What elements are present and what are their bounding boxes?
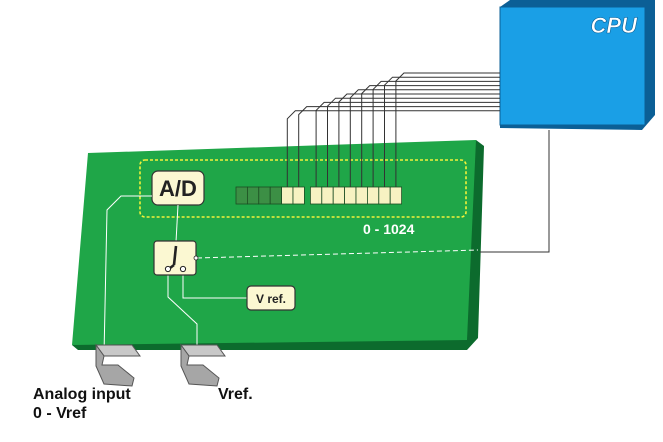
switch-contact-right — [179, 265, 187, 273]
switch-lever — [172, 245, 178, 266]
analog-input-caption-line1: Analog input — [33, 386, 131, 403]
cpu-label: CPU — [591, 13, 639, 38]
adc-region-outline — [139, 159, 467, 218]
register-bit-active — [309, 186, 323, 205]
adc-block: A/D — [151, 170, 205, 206]
data-bus-wire — [338, 93, 500, 187]
data-bus-wire — [384, 76, 500, 187]
data-bus-wire — [361, 85, 500, 187]
cpu-block: CPU — [499, 0, 655, 130]
data-bus-wire — [298, 106, 500, 187]
adc-result-register — [235, 186, 403, 205]
circuit-board — [72, 140, 484, 350]
register-bit-inactive — [246, 186, 260, 205]
adc-label: A/D — [159, 176, 197, 201]
adc-range-label: 0 - 1024 — [363, 221, 415, 237]
cpu-control-wire — [480, 130, 550, 253]
register-bit-active — [389, 186, 403, 205]
data-bus-wire — [327, 97, 500, 187]
vref-pin — [180, 343, 226, 387]
analog-input-caption: Analog input 0 - Vref — [33, 385, 131, 423]
board-surface — [72, 140, 476, 345]
vref-box-label: V ref. — [256, 292, 286, 306]
vref-box — [246, 285, 296, 311]
analog-input-wire — [103, 195, 152, 356]
register-bit-active — [321, 186, 334, 205]
data-bus-wire — [372, 80, 500, 187]
switch-to-vref-pin-wire — [167, 271, 198, 354]
data-bus-wire — [286, 110, 500, 187]
register-bit-inactive — [258, 186, 271, 205]
vref-caption: Vref. — [218, 386, 253, 403]
register-bit-active — [366, 186, 380, 205]
internal-wiring — [103, 195, 247, 356]
data-bus-wire — [349, 89, 500, 187]
analog-input-pin — [95, 343, 141, 387]
switch-to-vref-box-wire — [182, 271, 247, 299]
cpu-front-face — [499, 6, 646, 126]
register-bit-inactive — [235, 186, 248, 205]
vref-pin-body — [180, 343, 220, 387]
data-bus-wires — [286, 72, 500, 187]
data-bus-wire — [395, 72, 500, 187]
register-bit-active — [355, 186, 368, 205]
register-bit-active — [344, 186, 357, 205]
adc-to-switch-wire — [175, 204, 179, 243]
data-bus-wire — [315, 101, 500, 187]
switch-control-dashed-line — [196, 249, 479, 259]
register-bit-active — [332, 186, 346, 205]
switch-contact-left — [164, 265, 172, 273]
input-switch — [153, 240, 199, 276]
vref-block: V ref. — [246, 285, 296, 311]
switch-control-point — [193, 255, 199, 261]
register-bit-inactive — [269, 186, 283, 205]
register-bit-active — [281, 186, 294, 205]
analog-input-caption-line2: 0 - Vref — [33, 405, 87, 422]
register-bit-active — [378, 186, 391, 205]
register-bit-active — [292, 186, 305, 205]
analog-pin-body — [95, 343, 135, 387]
